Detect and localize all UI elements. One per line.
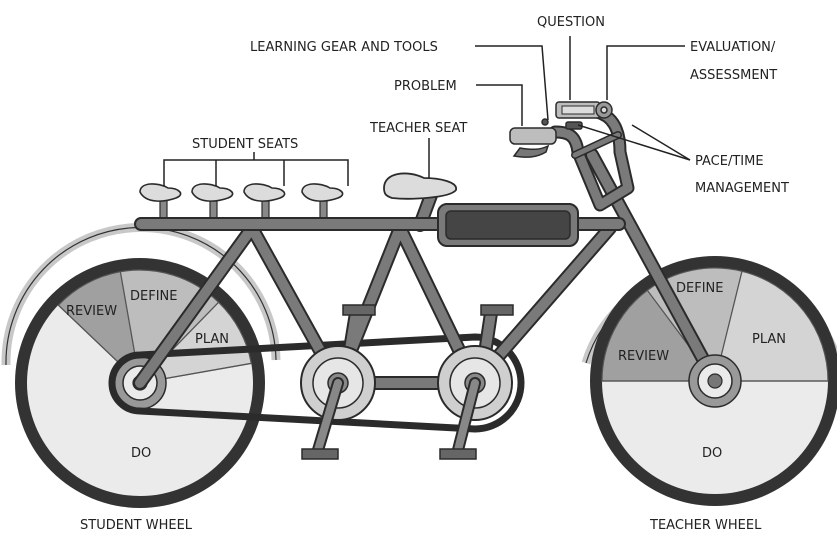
handlebar-accessories <box>509 101 613 158</box>
teacher-wheel-sector-plan <box>714 270 829 382</box>
problem-grip <box>509 127 557 145</box>
front-lower-pedal <box>301 448 339 460</box>
student-wheel-do-label: DO <box>131 446 151 461</box>
front-upper-pedal <box>342 304 376 316</box>
student-wheel-define-label: DEFINE <box>130 289 177 304</box>
teacher-wheel-review-label: REVIEW <box>618 349 669 364</box>
teacher-seat <box>383 172 457 200</box>
pace-label-line2: MANAGEMENT <box>695 181 789 196</box>
learning-gear-label: LEARNING GEAR AND TOOLS <box>250 40 438 55</box>
front-crankset <box>300 304 376 460</box>
teacher-seat-label: TEACHER SEAT <box>369 121 467 136</box>
evaluation-label-line2: ASSESSMENT <box>690 68 777 83</box>
student-wheel-label: STUDENT WHEEL <box>80 518 193 533</box>
student-seat-4 <box>301 183 344 202</box>
brake-lever <box>512 144 550 158</box>
teacher-wheel-define-label: DEFINE <box>676 281 723 296</box>
teacher-wheel-label: TEACHER WHEEL <box>649 518 762 533</box>
student-seats-label: STUDENT SEATS <box>192 137 298 152</box>
student-wheel-review-label: REVIEW <box>66 304 117 319</box>
pace-label-line1: PACE/TIME <box>695 154 764 169</box>
student-seat-1 <box>139 183 182 202</box>
rear-upper-pedal <box>480 304 514 316</box>
student-seats <box>139 183 344 202</box>
student-seat-2 <box>191 183 234 202</box>
callout-lines <box>163 36 691 186</box>
rear-crankset <box>437 304 514 460</box>
student-wheel-plan-label: PLAN <box>195 332 229 347</box>
rear-lower-pedal <box>439 448 477 460</box>
teacher-wheel-hub <box>688 354 742 408</box>
question-label: QUESTION <box>537 15 605 30</box>
problem-label: PROBLEM <box>394 79 457 94</box>
teacher-wheel-plan-label: PLAN <box>752 332 786 347</box>
teacher-wheel-do-label: DO <box>702 446 722 461</box>
student-seat-3 <box>243 183 286 202</box>
student-wheel: REVIEW DEFINE PLAN DO <box>1 223 281 508</box>
student-wheel-sector-review <box>57 271 141 385</box>
teacher-wheel-sector-review <box>601 289 717 382</box>
evaluation-label-line1: EVALUATION/ <box>690 40 776 55</box>
